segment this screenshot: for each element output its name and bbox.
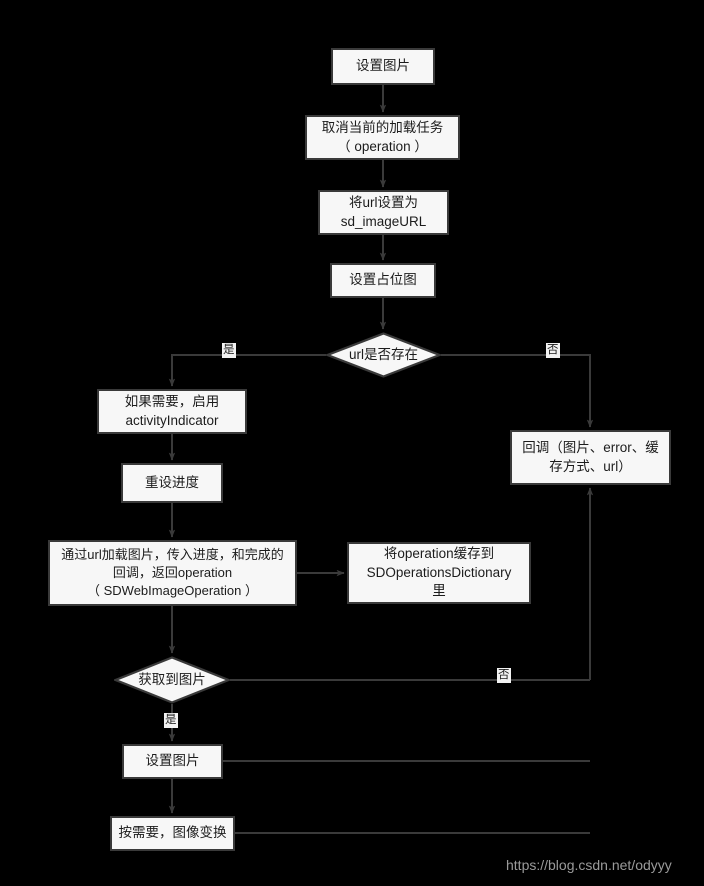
edge-decision-no-to-callback — [441, 354, 594, 428]
node-callback[interactable]: 回调（图片、error、缓 存方式、url） — [510, 430, 671, 485]
edge-label-got-image-yes: 是 — [164, 713, 178, 728]
node-got-image-label: 获取到图片 — [138, 672, 206, 688]
node-cancel-operation[interactable]: 取消当前的加载任务 （ operation ） — [305, 115, 460, 160]
node-set-image-bottom[interactable]: 设置图片 — [122, 744, 223, 779]
node-url-exists-decision[interactable]: url是否存在 — [326, 332, 441, 378]
node-set-url[interactable]: 将url设置为 sd_imageURL — [318, 190, 449, 235]
node-transform-image[interactable]: 按需要，图像变换 — [110, 816, 235, 851]
node-set-placeholder[interactable]: 设置占位图 — [330, 263, 436, 298]
edge-label-url-exists-yes: 是 — [222, 343, 236, 358]
diamond-shape — [114, 656, 230, 704]
edge-label-url-exists-no: 否 — [546, 343, 560, 358]
node-load-by-url[interactable]: 通过url加载图片，传入进度，和完成的 回调，返回operation （ SDW… — [48, 540, 297, 606]
node-reset-progress[interactable]: 重设进度 — [121, 463, 223, 503]
node-set-image-top[interactable]: 设置图片 — [331, 48, 435, 85]
diamond-shape — [326, 332, 441, 378]
node-activity-indicator[interactable]: 如果需要，启用 activityIndicator — [97, 389, 247, 434]
node-url-exists-label: url是否存在 — [348, 347, 418, 363]
watermark-text: https://blog.csdn.net/odyyy — [506, 857, 672, 873]
node-got-image-decision[interactable]: 获取到图片 — [114, 656, 230, 704]
edge-decision-yes-to-indicator — [168, 354, 326, 387]
node-cache-operation[interactable]: 将operation缓存到 SDOperationsDictionary 里 — [347, 542, 531, 604]
edge-label-got-image-no: 否 — [497, 668, 511, 683]
